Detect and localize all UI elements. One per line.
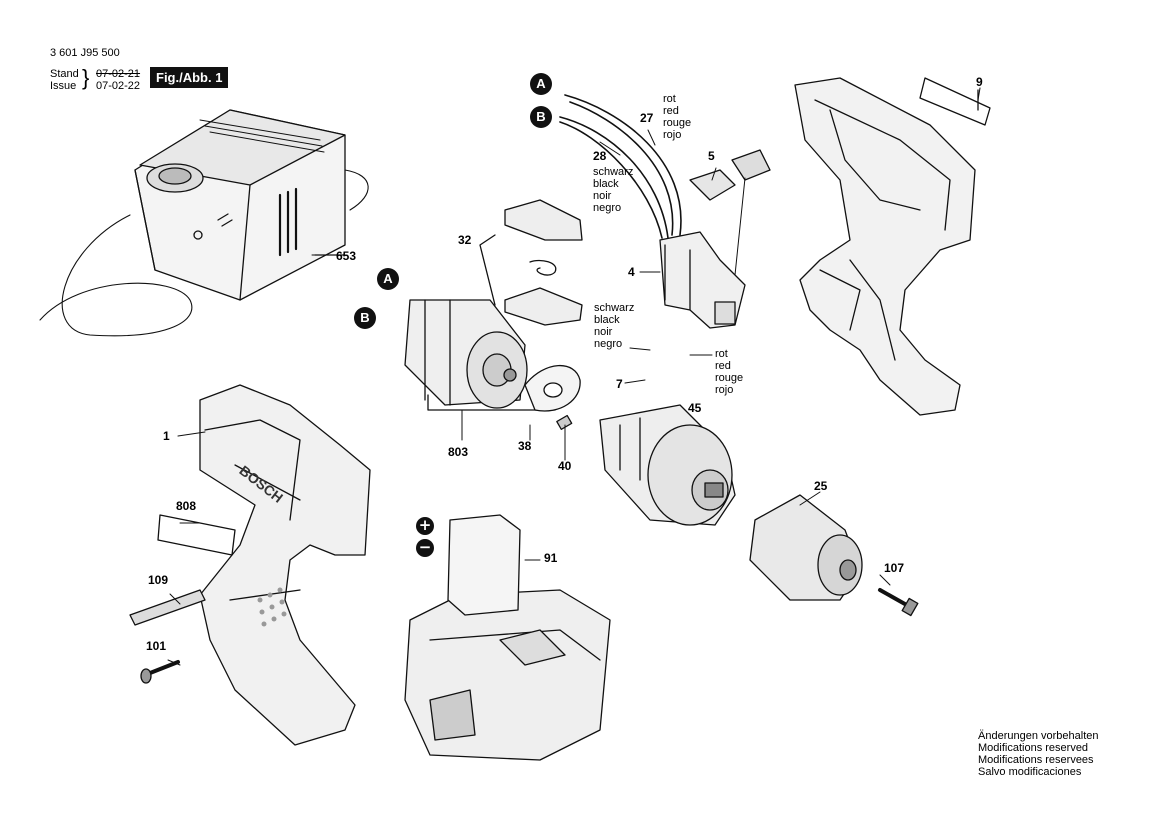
issue-label: Issue bbox=[50, 80, 77, 92]
part-803-label: 803 bbox=[448, 445, 469, 459]
plus-terminal-icon: + bbox=[416, 517, 434, 535]
part-9-label: 9 bbox=[976, 75, 983, 89]
footer-line-fr: Modifications reservees bbox=[978, 754, 1094, 766]
connector-b-motor-badge: B bbox=[354, 307, 376, 329]
figure-label: Fig./Abb. 1 bbox=[150, 67, 229, 88]
minus-terminal-icon: − bbox=[416, 539, 434, 557]
housing-right-drawing bbox=[794, 77, 991, 416]
part-28-label: 28 bbox=[593, 149, 607, 163]
part-25-label: 25 bbox=[814, 479, 828, 493]
chuck-drawing bbox=[749, 494, 919, 617]
part-109-label: 109 bbox=[148, 573, 169, 587]
spacer-drawing bbox=[524, 364, 581, 430]
housing-left-drawing bbox=[129, 384, 371, 746]
connector-a-motor-badge: A bbox=[377, 268, 399, 290]
stand-date: 07-02-21 bbox=[96, 68, 141, 80]
part-1-label: 1 bbox=[163, 429, 170, 443]
part-45-label: 45 bbox=[688, 401, 702, 415]
switch-drawing bbox=[659, 149, 771, 329]
battery-drawing bbox=[404, 514, 611, 761]
part-32-label: 32 bbox=[458, 233, 472, 247]
part-5-label: 5 bbox=[708, 149, 715, 163]
part-7-label: 7 bbox=[616, 377, 623, 391]
connector-b-badge: B bbox=[530, 106, 552, 128]
connector-a-badge: A bbox=[530, 73, 552, 95]
part-101-label: 101 bbox=[146, 639, 167, 653]
motor-drawing bbox=[404, 299, 556, 411]
brace: } bbox=[82, 65, 90, 90]
footer-line-es: Salvo modificaciones bbox=[978, 766, 1082, 778]
part-38-label: 38 bbox=[518, 439, 532, 453]
part-4-label: 4 bbox=[628, 265, 635, 279]
gearbox-drawing bbox=[599, 404, 736, 526]
wires-drawing bbox=[559, 94, 682, 239]
footer-line-de: Änderungen vorbehalten bbox=[978, 730, 1099, 742]
doc-number: 3 601 J95 500 bbox=[50, 47, 120, 59]
brush-holder-drawing bbox=[479, 199, 583, 326]
part-27-label: 27 bbox=[640, 111, 654, 125]
leader-lines bbox=[167, 87, 981, 666]
charger-drawing bbox=[39, 109, 369, 337]
part-40-label: 40 bbox=[558, 459, 572, 473]
part-808-label: 808 bbox=[176, 499, 197, 513]
stand-label: Stand bbox=[50, 68, 79, 80]
issue-date: 07-02-22 bbox=[96, 80, 141, 92]
footer-line-en: Modifications reserved bbox=[978, 742, 1089, 754]
part-107-label: 107 bbox=[884, 561, 905, 575]
part-653-label: 653 bbox=[336, 249, 357, 263]
part-91-label: 91 bbox=[544, 551, 558, 565]
